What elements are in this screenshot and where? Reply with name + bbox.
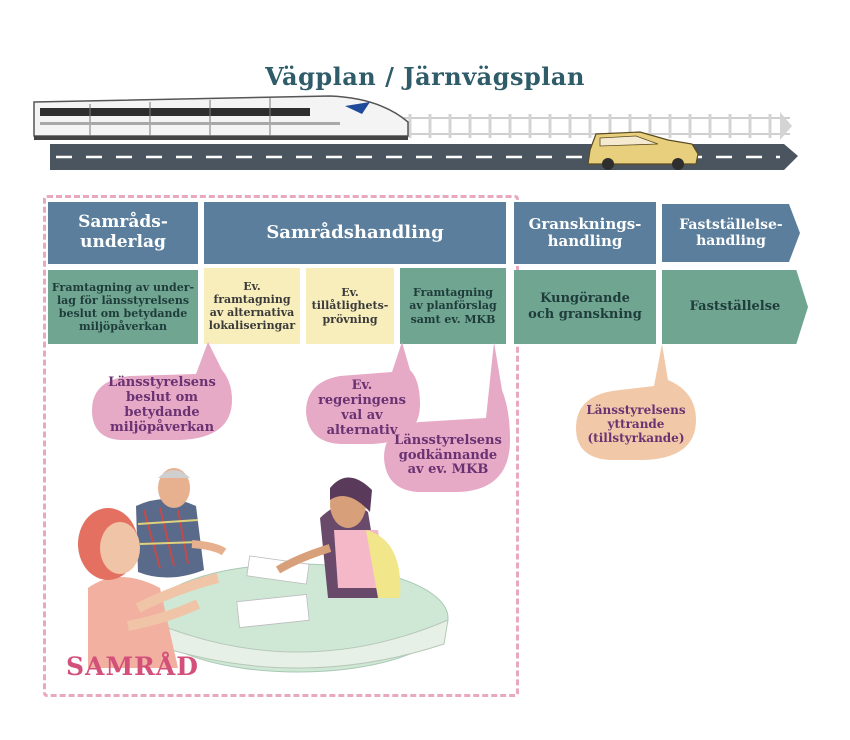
phase-samradsunderlag: Samråds- underlag xyxy=(48,202,198,264)
transport-illustration xyxy=(33,95,798,170)
bubble-regeringens-text: Ev. regeringens val av alternativ xyxy=(318,378,406,438)
people-meeting-illustration xyxy=(78,468,449,673)
bubble-godkannande-shape xyxy=(384,342,510,492)
bubble-godkannande-text: Länsstyrelsens godkännande av ev. MKB xyxy=(394,432,502,478)
older-man-figure xyxy=(136,468,227,578)
bubble-beslut-text: Länsstyrelsens beslut om betydande miljö… xyxy=(108,375,216,435)
bubble-shapes xyxy=(92,342,696,492)
phase-granskningshandling: Gransknings- handling xyxy=(514,202,656,264)
phase-samradshandling: Samrådshandling xyxy=(204,202,506,264)
step-ev-tillatlighet: Ev. tillåtlighets- prövning xyxy=(306,268,394,344)
bubble-yttrande-shape xyxy=(576,344,696,460)
car-icon xyxy=(587,131,699,170)
step-framtagning-planforslag: Framtagning av planförslag samt ev. MKB xyxy=(400,268,506,344)
tablecloth-lace xyxy=(147,619,449,669)
page-title: Vägplan / Järnvägsplan xyxy=(265,62,585,91)
step-ev-lokaliseringar: Ev. framtagning av alternativa lokaliser… xyxy=(204,268,300,344)
samrad-frame xyxy=(43,195,519,697)
step-framtagning-underlag: Framtagning av under- lag för länsstyrel… xyxy=(48,270,198,344)
train-icon xyxy=(33,95,409,140)
woman-left-figure xyxy=(78,508,220,668)
woman-right-figure xyxy=(275,477,401,598)
step-faststallelse: Fastställelse xyxy=(662,270,808,344)
step-kungorande: Kungörande och granskning xyxy=(514,270,656,344)
bubble-regeringens-shape xyxy=(306,342,420,444)
samrad-label: SAMRÅD xyxy=(66,652,199,681)
phase-faststallelsehandling: Fastställelse- handling xyxy=(662,204,800,262)
bubble-beslut-shape xyxy=(92,342,232,440)
bubble-yttrande-text: Länsstyrelsens yttrande (tillstyrkande) xyxy=(586,403,686,445)
